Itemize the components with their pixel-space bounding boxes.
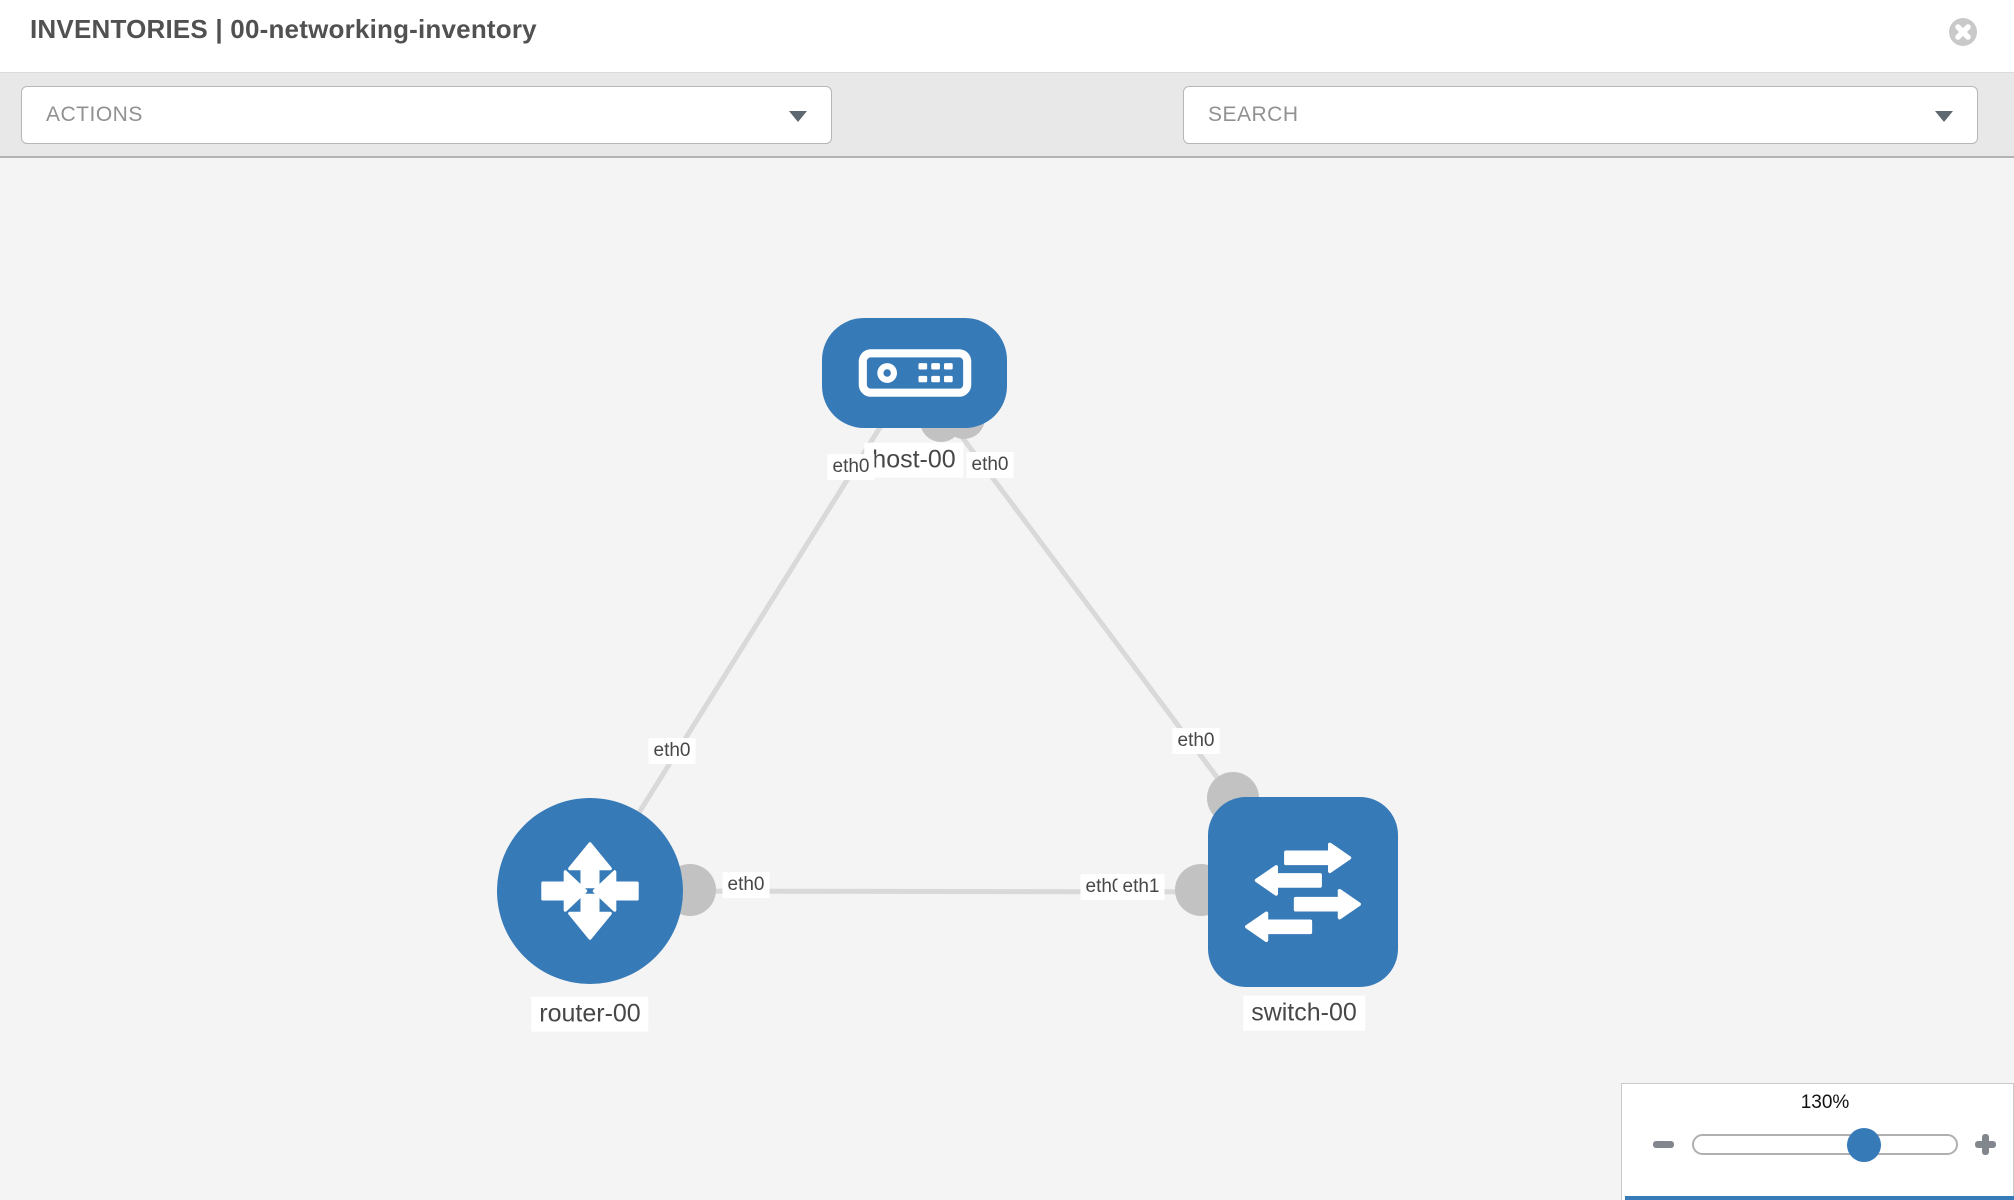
interface-label-host-eth0-left: eth0 bbox=[827, 454, 875, 480]
header: INVENTORIES | 00-networking-inventory bbox=[0, 0, 2014, 72]
bottom-accent-bar bbox=[1625, 1196, 2014, 1200]
node-router-00[interactable] bbox=[497, 798, 683, 984]
interface-label-router-eth0-up: eth0 bbox=[648, 738, 696, 764]
interface-label-switch-eth1: eth1 bbox=[1117, 874, 1165, 900]
chevron-down-icon bbox=[789, 111, 807, 122]
zoom-in-icon[interactable] bbox=[1975, 1134, 1996, 1155]
search-dropdown[interactable]: SEARCH bbox=[1183, 86, 1978, 144]
zoom-slider-thumb[interactable] bbox=[1847, 1128, 1881, 1162]
close-icon bbox=[1949, 18, 1977, 46]
actions-dropdown[interactable]: ACTIONS bbox=[21, 86, 832, 144]
node-switch-00[interactable] bbox=[1208, 797, 1398, 987]
interface-label-host-eth0-right: eth0 bbox=[966, 452, 1014, 478]
zoom-out-icon[interactable] bbox=[1653, 1141, 1674, 1148]
zoom-panel: 130% bbox=[1621, 1083, 2014, 1200]
topology-links-layer bbox=[587, 371, 1306, 916]
host-device-icon bbox=[858, 349, 971, 397]
toolbar: ACTIONS SEARCH bbox=[0, 72, 2014, 200]
node-label-router-00: router-00 bbox=[531, 996, 649, 1032]
zoom-slider[interactable] bbox=[1692, 1134, 1958, 1155]
switch-device-icon bbox=[1245, 842, 1361, 943]
actions-dropdown-label: ACTIONS bbox=[46, 103, 143, 126]
interface-label-switch-eth0-up: eth0 bbox=[1172, 728, 1220, 754]
close-button[interactable] bbox=[1948, 17, 1978, 47]
node-label-host-00: host-00 bbox=[864, 442, 964, 478]
zoom-level-label: 130% bbox=[1800, 1092, 1850, 1113]
interface-label-router-eth0: eth0 bbox=[722, 872, 770, 898]
topology-canvas[interactable]: host-00 router-00 switch-00 eth0 eth0 et… bbox=[0, 158, 2014, 1200]
page-title: INVENTORIES | 00-networking-inventory bbox=[30, 14, 537, 44]
router-device-icon bbox=[541, 842, 639, 940]
search-dropdown-label: SEARCH bbox=[1208, 103, 1299, 126]
node-host-00[interactable] bbox=[822, 318, 1007, 428]
node-label-switch-00: switch-00 bbox=[1243, 995, 1365, 1031]
chevron-down-icon bbox=[1935, 111, 1953, 122]
